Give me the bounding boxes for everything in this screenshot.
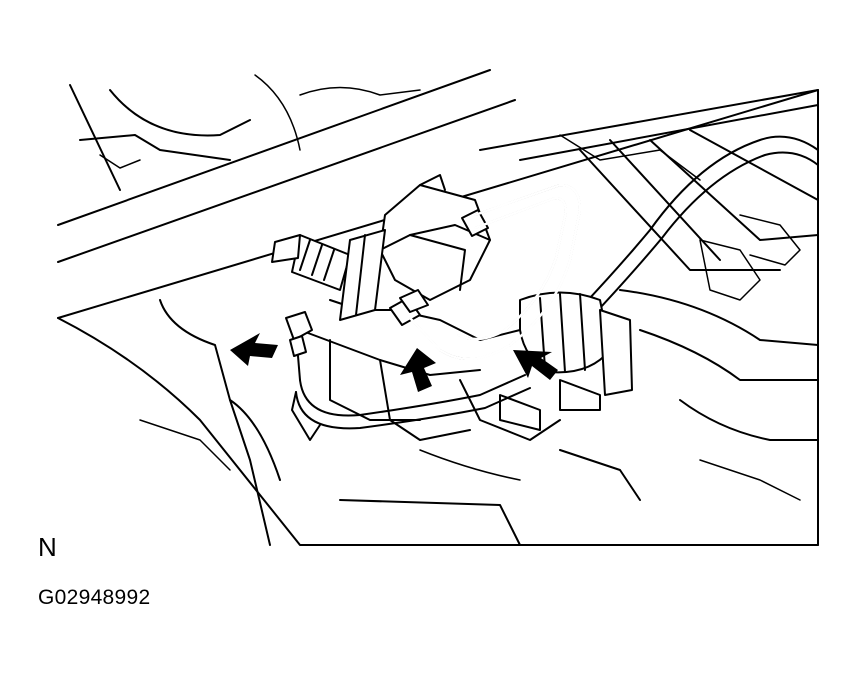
body-crossbar — [57, 69, 516, 263]
master-cylinder — [299, 174, 633, 441]
left-fitting — [285, 311, 313, 381]
center-fitting — [389, 289, 429, 326]
arrow-left-fitting — [230, 333, 278, 366]
view-direction-label: N — [38, 532, 57, 562]
figure-code: G02948992 — [38, 586, 151, 609]
firewall-structure — [479, 89, 819, 501]
arrow-center-fitting — [400, 348, 436, 392]
arrow-right-fitting — [513, 350, 558, 380]
brake-pipe-loop — [408, 183, 582, 361]
brake-hose-lower — [291, 374, 531, 441]
lower-structure — [139, 299, 641, 546]
upper-fitting — [461, 209, 489, 237]
sensor-connector — [271, 229, 386, 321]
scene-frame — [57, 89, 819, 546]
